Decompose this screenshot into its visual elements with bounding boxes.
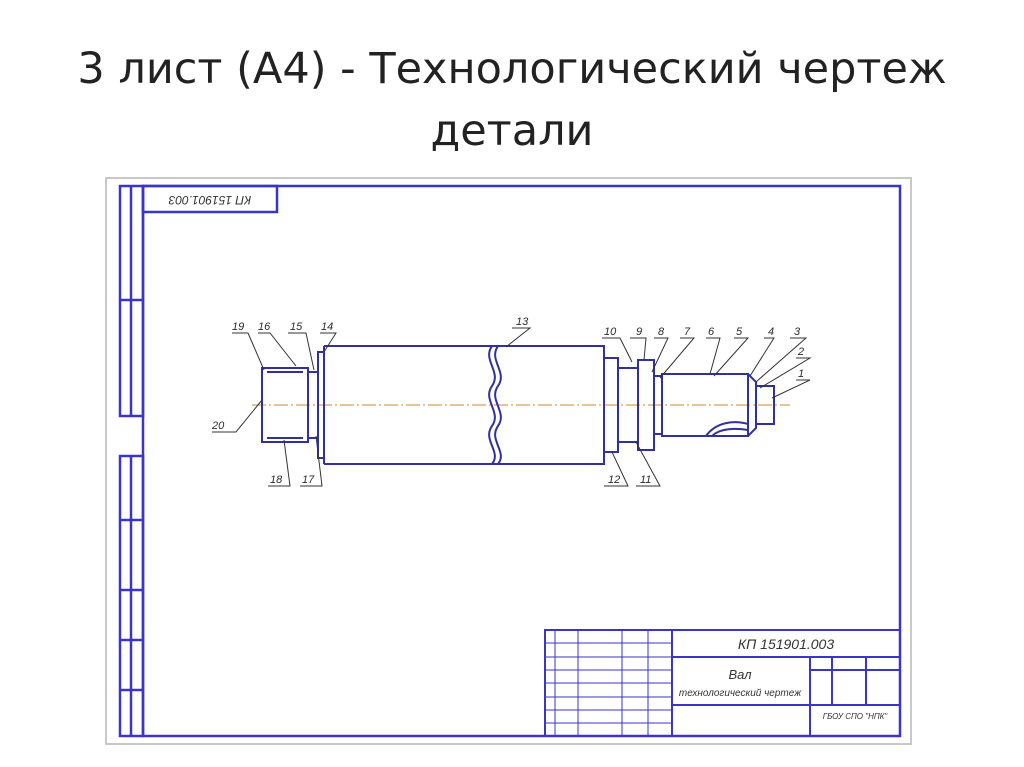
surface-label-17: 17 [302,474,315,486]
title-line-1: 3 лист (А4) - Технологический чертеж [77,44,947,94]
corner-code: КП 151901.003 [168,193,251,207]
organization: ГБОУ СПО "НПК" [823,712,889,721]
shaft-outline [261,345,775,465]
drawing-frame [118,184,902,738]
surface-label-12: 12 [608,474,620,486]
surface-label-9: 9 [636,326,642,338]
slide-title: 3 лист (А4) - Технологический чертеж дет… [0,38,1024,162]
surface-label-7: 7 [684,326,691,338]
surface-label-13: 13 [516,316,529,328]
sheet-outer-edge [105,177,912,745]
surface-label-11: 11 [640,474,651,486]
surface-label-16: 16 [258,321,271,333]
surface-label-1: 1 [798,368,804,380]
title-block [544,629,901,737]
surface-labels: 19 16 15 14 13 10 9 8 7 6 5 4 3 2 1 20 1… [211,316,804,486]
stamp-code: КП 151901.003 [738,636,834,652]
surface-label-2: 2 [797,346,804,358]
surface-label-19: 19 [232,321,244,333]
leader-lines [212,327,812,487]
surface-label-20: 20 [211,420,225,432]
surface-label-6: 6 [708,326,715,338]
doc-type: технологический чертеж [679,688,802,699]
surface-label-14: 14 [321,321,333,333]
surface-label-15: 15 [290,321,303,333]
title-line-2: детали [430,106,594,156]
surface-label-5: 5 [736,326,743,338]
surface-label-10: 10 [604,326,617,338]
surface-label-4: 4 [768,326,774,338]
surface-label-3: 3 [794,326,801,338]
surface-label-8: 8 [658,326,665,338]
part-name: Вал [728,667,752,682]
surface-label-18: 18 [270,474,283,486]
title-block-grid [545,630,672,736]
